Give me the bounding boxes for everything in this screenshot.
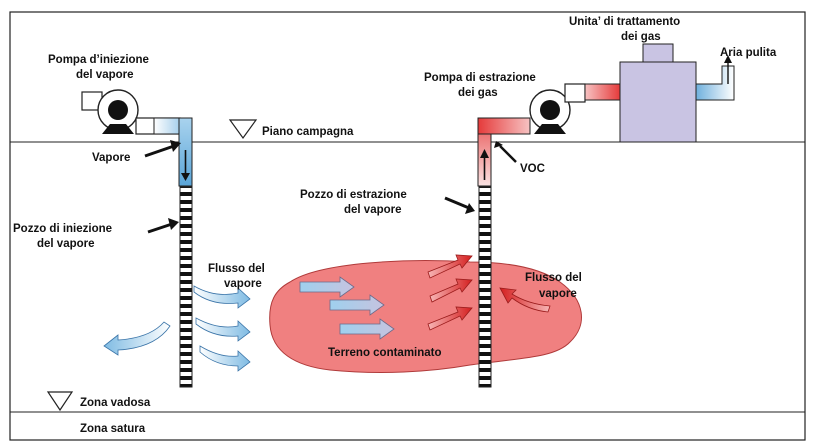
pointer-arrow [444, 196, 470, 210]
saturated-zone-label: Zona satura [80, 423, 146, 435]
gas-pipe-to-treatment [584, 83, 621, 101]
steam-extraction-well [478, 186, 492, 388]
ground-level-triangle-icon [228, 119, 258, 140]
steam-flow-arrows-mixed [299, 276, 395, 340]
steam-injection-pump-label-1: Pompa d’iniezione [48, 54, 149, 66]
pointer-arrow [147, 222, 173, 234]
steam-extraction-well-label-2: del vapore [344, 204, 402, 216]
extraction-pipe-horizontal [477, 117, 531, 135]
vadose-zone-triangle-icon [46, 391, 74, 412]
diagram-border [9, 11, 806, 441]
steam-flow-arrows-blue [103, 285, 251, 372]
steam-extraction-well-label-1: Pozzo di estrazione [300, 189, 407, 201]
clean-air-label: Aria pulita [720, 47, 777, 59]
steam-flow-left-label-1: Flusso del [208, 263, 265, 275]
steam-flow-right-label-2: vapore [539, 288, 577, 300]
gas-extraction-pump-label-1: Pompa di estrazione [424, 72, 536, 84]
vapor-flow-arrows-red [427, 254, 551, 331]
vadose-zone-label: Zona vadosa [80, 397, 151, 409]
steam-label: Vapore [92, 152, 130, 164]
ground-level-label: Piano campagna [262, 126, 354, 138]
treatment-unit-label-1: Unita’ di trattamento [569, 16, 680, 28]
pointer-arrow [144, 144, 175, 158]
voc-label: VOC [520, 163, 545, 175]
clean-air-pipe [695, 65, 735, 101]
contaminated-soil-label: Terreno contaminato [328, 347, 442, 359]
steam-injection-pump-label-2: del vapore [76, 69, 134, 81]
treatment-unit-label-2: dei gas [621, 31, 661, 43]
steam-flow-left-label-2: vapore [224, 278, 262, 290]
steam-injection-well-label-1: Pozzo di iniezione [13, 223, 112, 235]
gas-extraction-pump-icon [529, 83, 586, 134]
steam-injection-well [179, 186, 193, 388]
steam-flow-right-label-1: Flusso del [525, 272, 582, 284]
gas-extraction-pump-label-2: dei gas [458, 87, 498, 99]
steam-injection-well-label-2: del vapore [37, 238, 95, 250]
gas-treatment-unit [619, 43, 697, 143]
pointer-arrow [499, 145, 517, 163]
